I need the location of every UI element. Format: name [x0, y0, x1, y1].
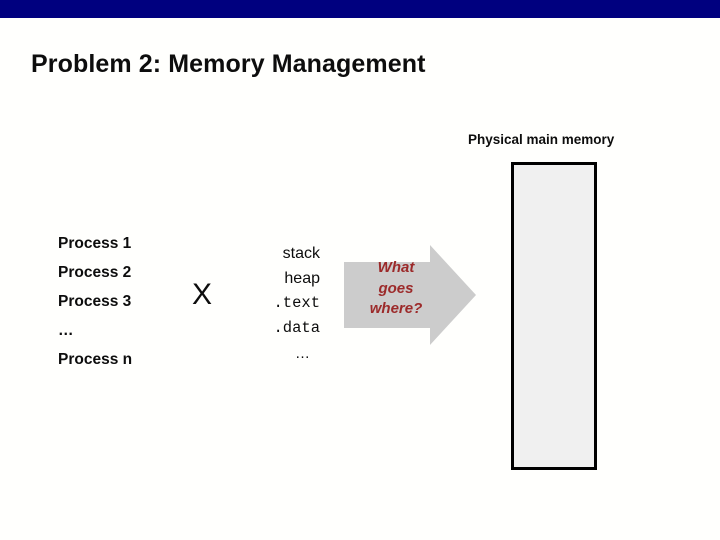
- block-arrow-icon: [344, 245, 476, 345]
- list-item: .text: [273, 294, 320, 312]
- arrow-label-line: goes: [378, 279, 414, 297]
- list-item: Process 2: [58, 264, 132, 281]
- list-item: heap: [284, 270, 320, 287]
- list-item: Process 1: [58, 235, 132, 252]
- arrow-question-label: What goes where?: [354, 258, 438, 320]
- arrow-label-line: What: [377, 259, 415, 276]
- list-item-ellipsis: …: [295, 345, 310, 362]
- list-item: Process n: [58, 351, 133, 368]
- page-title: Problem 2: Memory Management: [31, 50, 426, 78]
- slide-top-accent-bar: [0, 0, 720, 18]
- list-item-ellipsis: …: [58, 322, 74, 339]
- list-item: .data: [273, 319, 320, 337]
- block-arrow-shape: [344, 243, 478, 347]
- multiplication-x-symbol: X: [192, 278, 213, 311]
- physical-memory-box: [511, 162, 597, 470]
- list-item: Process 3: [58, 293, 132, 310]
- memory-segment-list: stack heap .text .data …: [232, 241, 320, 366]
- list-item: stack: [282, 245, 320, 262]
- physical-memory-caption: Physical main memory: [468, 132, 615, 147]
- process-list: Process 1 Process 2 Process 3 … Process …: [58, 229, 188, 374]
- arrow-label-line: where?: [369, 300, 423, 317]
